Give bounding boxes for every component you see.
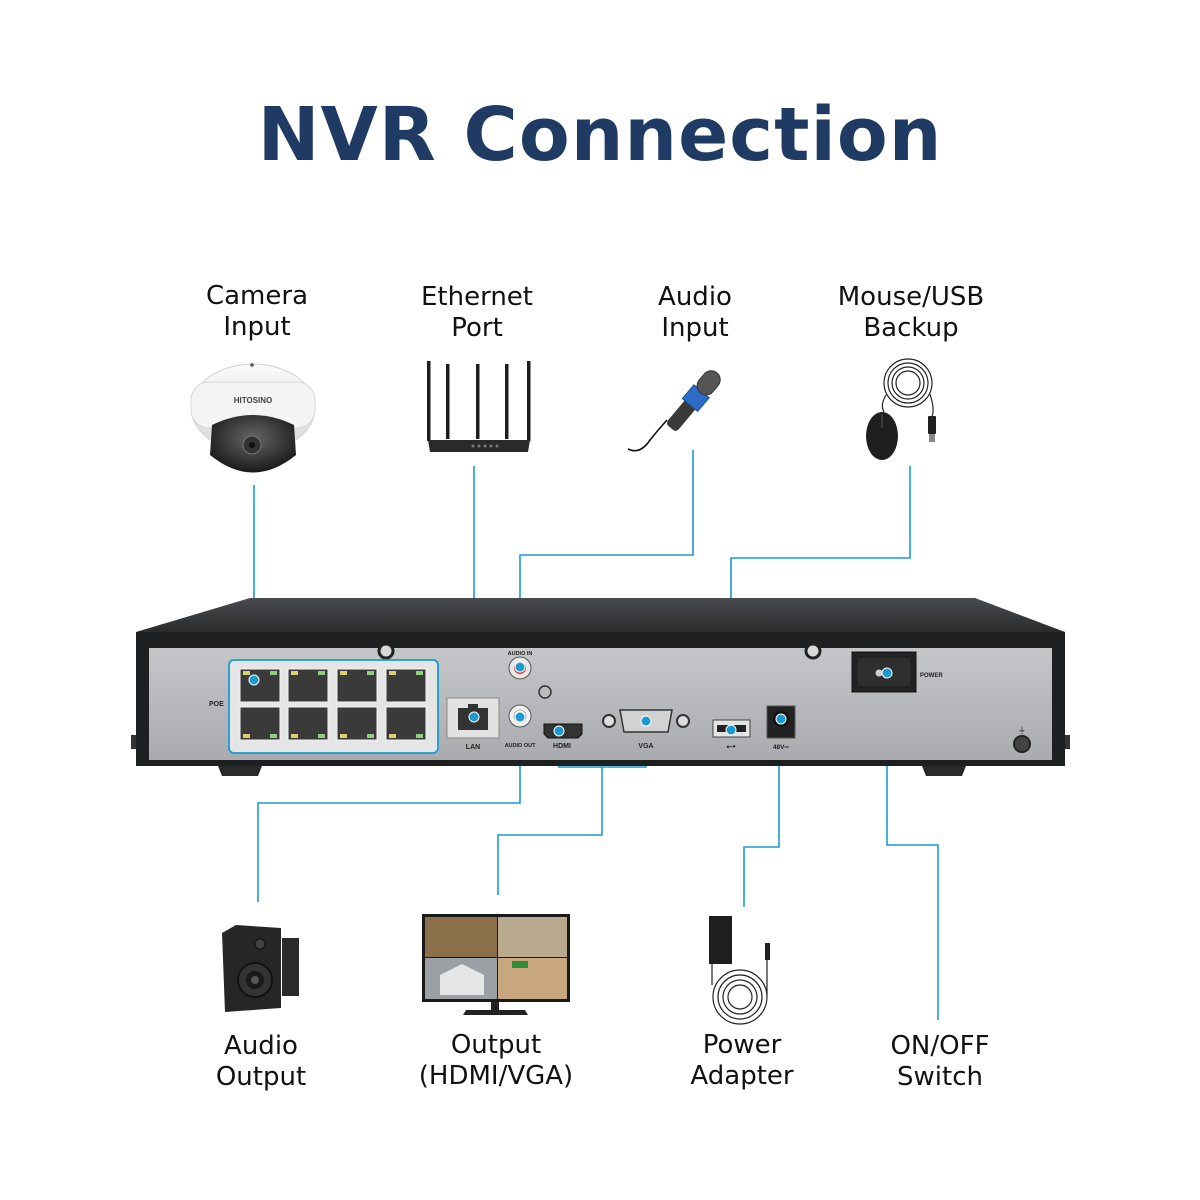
label-line: Input bbox=[223, 312, 291, 342]
label-video-output: Output (HDMI/VGA) bbox=[386, 1030, 606, 1092]
label-line: Input bbox=[661, 313, 729, 343]
ground-screw-icon bbox=[538, 685, 552, 699]
vga-label: VGA bbox=[638, 743, 653, 750]
nvr-recorder: POE LAN AUDIO IN AUDIO OUT HDMI VGA ⭠• 4… bbox=[131, 598, 1070, 776]
poe-led bbox=[291, 671, 298, 675]
power-adapter-icon bbox=[709, 916, 770, 1025]
hdmi-label: HDMI bbox=[553, 743, 571, 750]
label-on-off-switch: ON/OFF Switch bbox=[830, 1031, 1050, 1093]
line-power-adapter bbox=[743, 720, 780, 907]
label-line: Ethernet bbox=[421, 282, 533, 312]
microphone-icon bbox=[627, 370, 721, 452]
speaker-icon bbox=[222, 925, 299, 1012]
page-title: NVR Connection bbox=[257, 92, 943, 178]
poe-ports bbox=[239, 668, 427, 741]
label-camera-input: Camera Input bbox=[147, 281, 367, 343]
label-line: Adapter bbox=[690, 1061, 794, 1091]
label-line: Mouse/USB bbox=[837, 282, 985, 312]
label-line: Audio bbox=[658, 282, 732, 312]
label-audio-output: Audio Output bbox=[151, 1031, 371, 1093]
lan-label: LAN bbox=[466, 744, 480, 751]
label-line: Camera bbox=[205, 281, 309, 311]
poe-led bbox=[367, 734, 374, 738]
label-line: Power bbox=[702, 1030, 782, 1060]
poe-led bbox=[270, 671, 277, 675]
poe-led bbox=[389, 734, 396, 738]
label-mouse-usb-backup: Mouse/USB Backup bbox=[801, 282, 1021, 344]
poe-led bbox=[416, 671, 423, 675]
poe-led bbox=[340, 734, 347, 738]
ground-terminal bbox=[1013, 735, 1031, 753]
poe-led bbox=[291, 734, 298, 738]
label-line: Output bbox=[215, 1062, 307, 1092]
line-video-out bbox=[497, 767, 603, 895]
poe-label: POE bbox=[209, 701, 224, 708]
label-line: Audio bbox=[224, 1031, 298, 1061]
label-audio-input: Audio Input bbox=[585, 282, 805, 344]
label-power-adapter: Power Adapter bbox=[632, 1030, 852, 1092]
label-line: Port bbox=[451, 313, 503, 343]
audio-in-label: AUDIO IN bbox=[508, 651, 533, 657]
audio-out-label: AUDIO OUT bbox=[505, 743, 537, 749]
power-switch[interactable] bbox=[875, 669, 883, 677]
usb-icon: ⭠• bbox=[726, 742, 735, 751]
poe-led bbox=[243, 671, 250, 675]
label-line: Backup bbox=[863, 313, 959, 343]
camera-brand: HITOSINO bbox=[234, 396, 273, 405]
label-line: Switch bbox=[897, 1062, 983, 1092]
poe-led bbox=[416, 734, 423, 738]
poe-led bbox=[340, 671, 347, 675]
poe-led bbox=[243, 734, 250, 738]
poe-led bbox=[367, 671, 374, 675]
mouse-usb-icon bbox=[866, 358, 936, 460]
poe-led bbox=[270, 734, 277, 738]
dc-in-label: 48V═ bbox=[773, 744, 790, 751]
label-line: Output bbox=[450, 1030, 542, 1060]
poe-led bbox=[318, 671, 325, 675]
poe-led bbox=[389, 671, 396, 675]
label-line: (HDMI/VGA) bbox=[418, 1061, 574, 1091]
poe-led bbox=[318, 734, 325, 738]
ground-icon: ⏚ bbox=[1018, 726, 1026, 735]
power-label: POWER bbox=[920, 673, 943, 679]
label-ethernet-port: Ethernet Port bbox=[367, 282, 587, 344]
connector-dots bbox=[248, 661, 893, 737]
router-icon bbox=[427, 361, 531, 452]
monitor-icon bbox=[422, 914, 570, 1015]
label-line: ON/OFF bbox=[890, 1031, 990, 1061]
dome-camera-icon: HITOSINO bbox=[190, 363, 316, 473]
